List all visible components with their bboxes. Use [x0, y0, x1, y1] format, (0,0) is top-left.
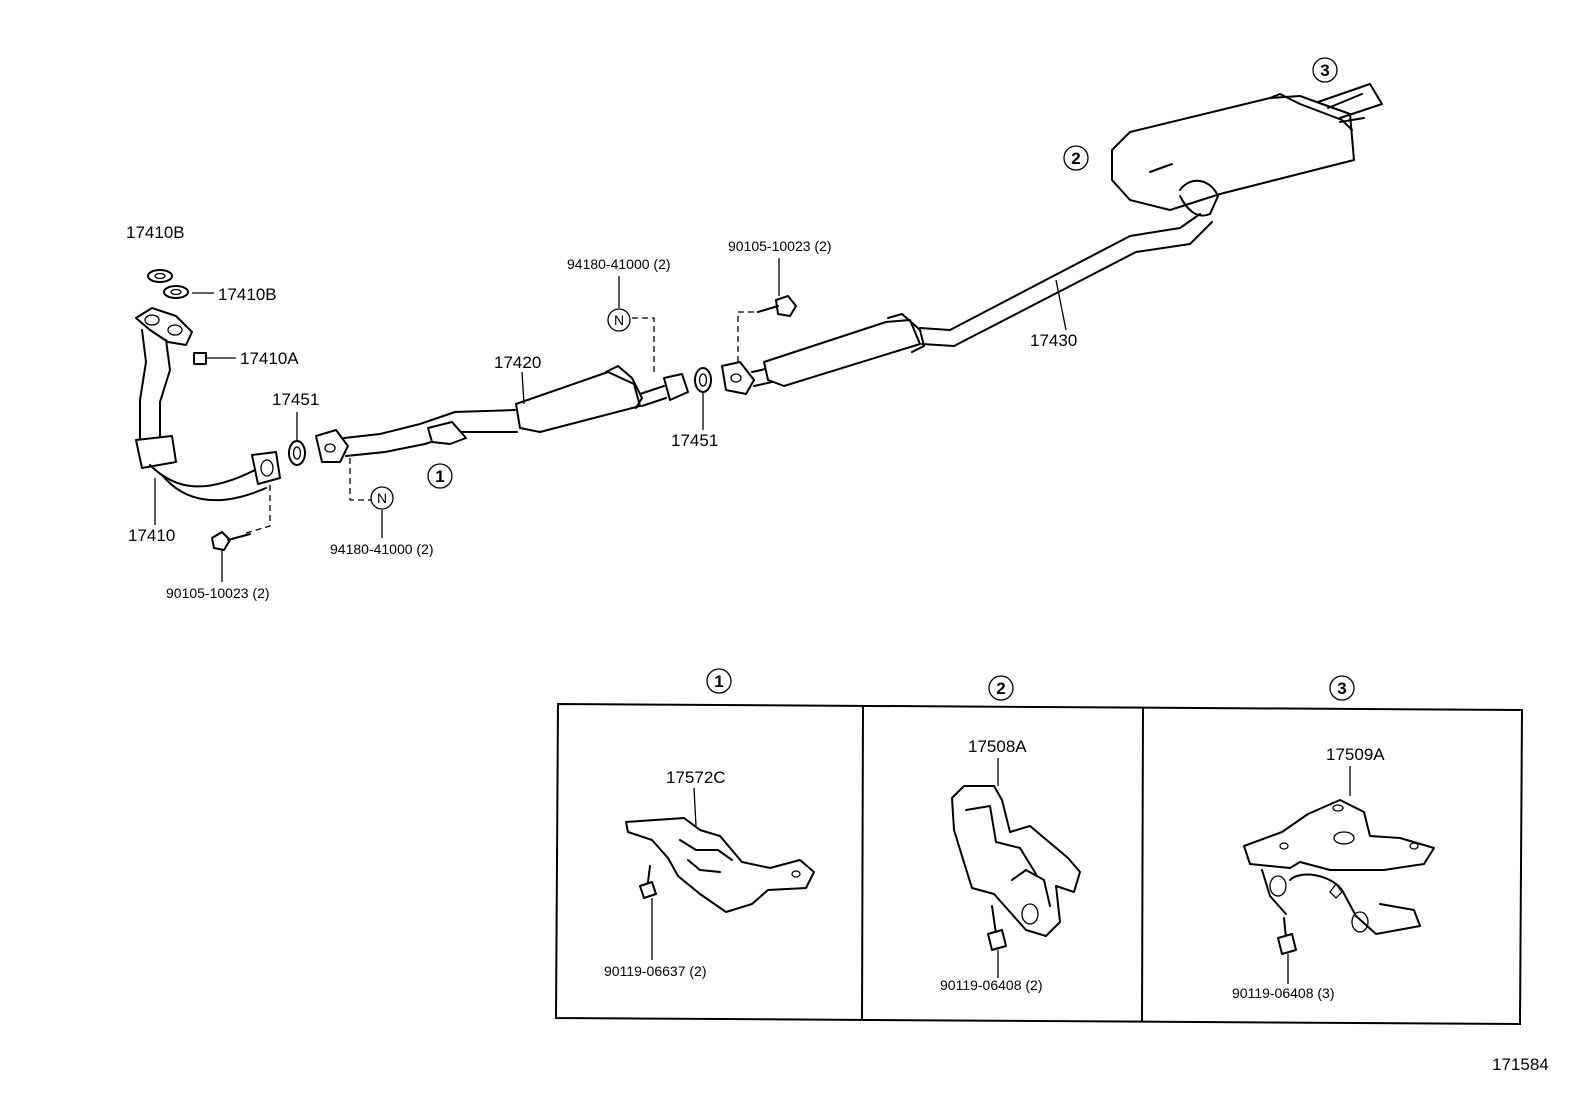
label-bolt-left: 90105-10023 (2): [166, 585, 270, 601]
label-17410: 17410: [128, 526, 175, 545]
label-17410a: 17410A: [240, 349, 299, 368]
nut-symbol-top: N: [607, 308, 631, 332]
label-17420: 17420: [494, 353, 541, 372]
inset-panels: [554, 702, 1524, 1026]
bolt-90105-right: [737, 295, 797, 362]
inset-2: 2 17508A 90119-06408 (2): [940, 675, 1081, 993]
svg-text:2: 2: [996, 679, 1005, 698]
label-17410b-top: 17410B: [126, 223, 185, 242]
hanger-17572c: [625, 817, 815, 913]
callout-1: 1: [427, 463, 453, 489]
gasket-17451-left: [288, 440, 306, 466]
svg-text:90119-06637 (2): 90119-06637 (2): [604, 963, 706, 979]
figure-id: 171584: [1492, 1055, 1549, 1074]
svg-text:17509A: 17509A: [1326, 745, 1385, 764]
bolt-90105-left: [211, 482, 271, 551]
svg-text:3: 3: [1337, 679, 1346, 698]
svg-text:90119-06408 (2): 90119-06408 (2): [940, 977, 1042, 993]
gasket-17410b-top: [147, 269, 173, 283]
svg-text:90119-06408 (3): 90119-06408 (3): [1232, 985, 1334, 1001]
tail-pipe-17430: [721, 83, 1383, 395]
inset-3: 3 17509A 90119-06408 (3): [1232, 675, 1435, 1001]
svg-text:17508A: 17508A: [968, 737, 1027, 756]
svg-text:17572C: 17572C: [666, 768, 726, 787]
hanger-17509a: [1243, 799, 1435, 871]
nut-17410a: [193, 352, 207, 365]
gasket-17451-right: [694, 367, 712, 393]
svg-text:N: N: [614, 312, 624, 328]
inset-1: 1 17572C 90119-06637 (2): [604, 668, 815, 979]
svg-text:3: 3: [1320, 61, 1329, 80]
front-pipe-17410: [135, 307, 281, 502]
label-17430: 17430: [1030, 331, 1077, 350]
label-17410b: 17410B: [218, 285, 277, 304]
label-bolt-right: 90105-10023 (2): [728, 238, 832, 254]
label-nut-top: 94180-41000 (2): [567, 256, 671, 272]
callout-3: 3: [1312, 57, 1338, 83]
svg-text:1: 1: [714, 672, 723, 691]
svg-text:2: 2: [1071, 149, 1080, 168]
label-17451-right: 17451: [671, 431, 718, 450]
center-pipe-17420: [315, 365, 689, 463]
label-nut-left: 94180-41000 (2): [330, 541, 434, 557]
callout-2: 2: [1063, 145, 1089, 171]
svg-text:1: 1: [435, 467, 444, 486]
nut-symbol-left: N: [370, 486, 394, 510]
svg-text:N: N: [377, 490, 387, 506]
gasket-17410b: [163, 285, 189, 299]
label-17451-left: 17451: [272, 390, 319, 409]
